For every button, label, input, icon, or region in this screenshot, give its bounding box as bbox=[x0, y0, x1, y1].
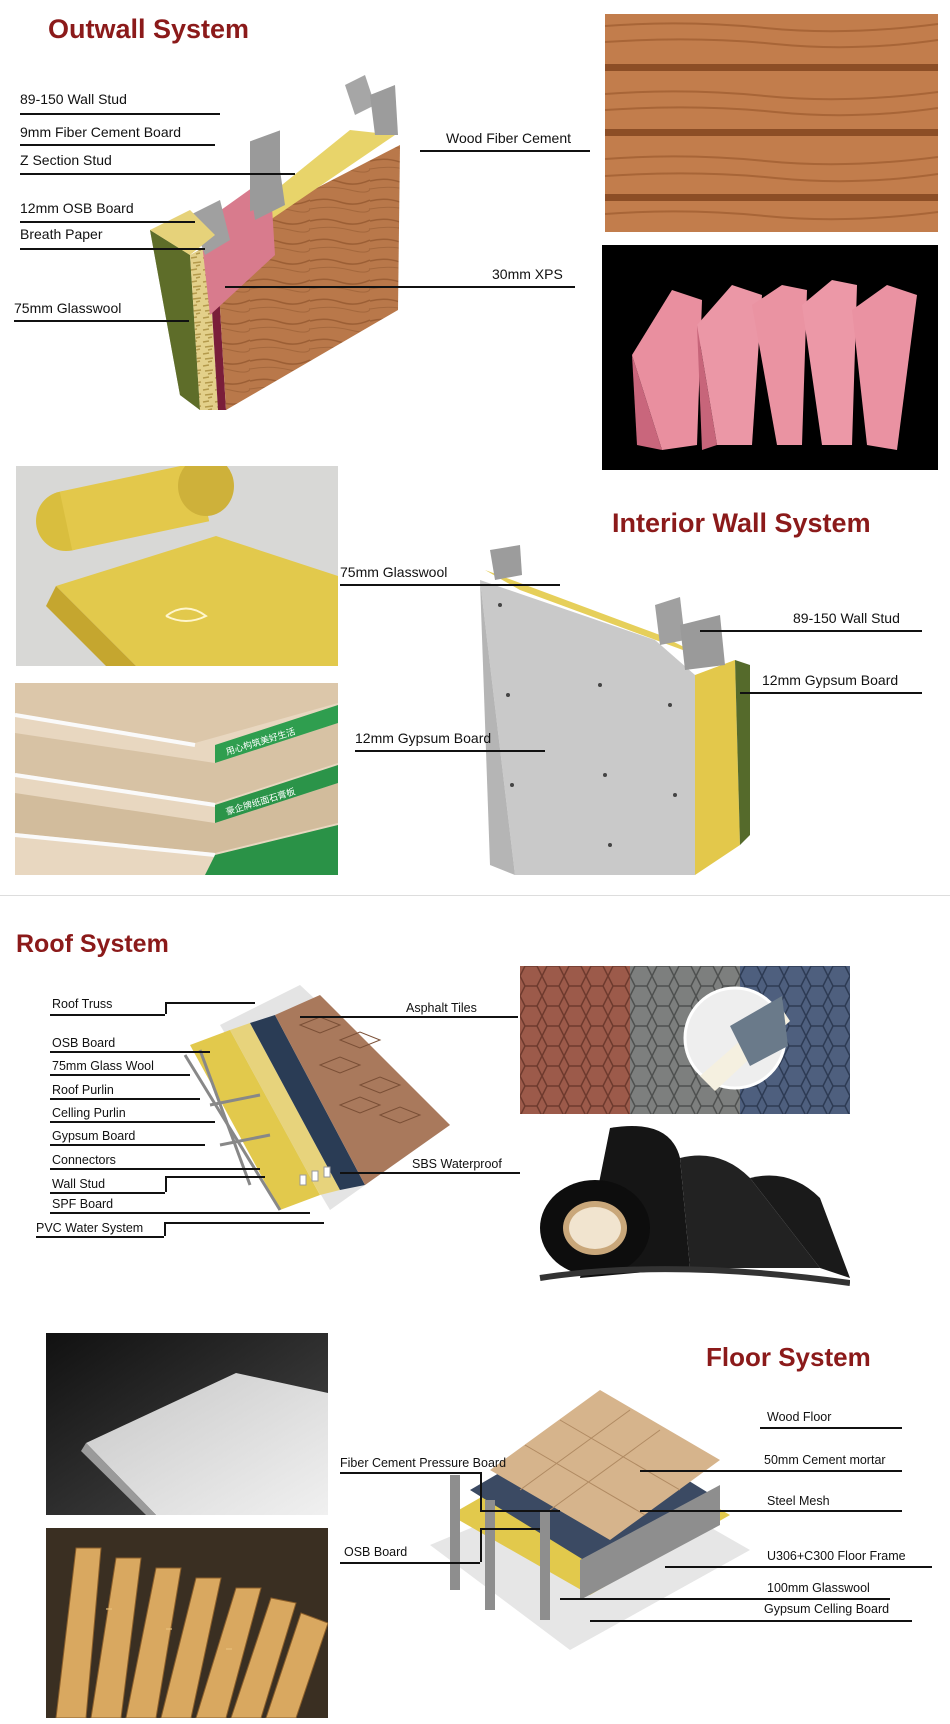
roof-label-truss: Roof Truss bbox=[52, 997, 113, 1011]
section-divider bbox=[0, 895, 950, 896]
roof-label-asphalt: Asphalt Tiles bbox=[406, 1001, 477, 1015]
roof-label-ceiling-purlin: Celling Purlin bbox=[52, 1106, 126, 1120]
interior-line-gypsum-left bbox=[355, 750, 545, 752]
floor-vline-fiber-board bbox=[480, 1472, 482, 1510]
interior-title: Interior Wall System bbox=[612, 508, 871, 538]
floor-line-steel bbox=[640, 1510, 902, 1512]
roof-line-truss bbox=[50, 1014, 165, 1016]
roof-line-spf bbox=[50, 1212, 310, 1214]
roof-line-sbs bbox=[340, 1172, 520, 1174]
roof-title: Roof System bbox=[16, 930, 169, 958]
roof-label-gypsum: Gypsum Board bbox=[52, 1129, 136, 1143]
floor-line-frame bbox=[665, 1566, 932, 1568]
outwall-diagram bbox=[150, 75, 400, 410]
outwall-line-xps bbox=[225, 286, 575, 288]
outwall-label-osb: 12mm OSB Board bbox=[20, 200, 134, 216]
floor-title: Floor System bbox=[706, 1342, 871, 1372]
interior-label-stud: 89-150 Wall Stud bbox=[793, 610, 900, 626]
sbs-roll-photo bbox=[520, 1118, 850, 1286]
roof-line-connectors bbox=[50, 1168, 260, 1170]
outwall-label-fiber-cement: 9mm Fiber Cement Board bbox=[20, 124, 182, 140]
fiber-cement-board-photo bbox=[46, 1333, 328, 1515]
roof-line-wall-stud-2 bbox=[165, 1176, 265, 1178]
outwall-label-z-stud: Z Section Stud bbox=[20, 152, 112, 168]
roof-label-sbs: SBS Waterproof bbox=[412, 1157, 502, 1171]
floor-label-osb: OSB Board bbox=[344, 1545, 408, 1559]
roof-line-truss-2 bbox=[165, 1002, 255, 1004]
roof-label-osb: OSB Board bbox=[52, 1036, 116, 1050]
osb-boards-photo bbox=[46, 1528, 328, 1718]
roof-vline-truss bbox=[165, 1002, 167, 1014]
roof-label-spf: SPF Board bbox=[52, 1197, 114, 1211]
outwall-line-glasswool bbox=[14, 320, 189, 322]
interior-line-stud bbox=[700, 630, 922, 632]
roof-label-purlin: Roof Purlin bbox=[52, 1083, 114, 1097]
interior-line-glasswool bbox=[340, 584, 560, 586]
outwall-label-glasswool: 75mm Glasswool bbox=[14, 300, 122, 316]
asphalt-tiles-photo bbox=[520, 966, 850, 1114]
gypsum-boards-photo: 用心构筑美好生活 豪企牌纸面石膏板 bbox=[15, 683, 338, 875]
floor-line-glasswool bbox=[560, 1598, 890, 1600]
roof-line-gypsum bbox=[50, 1144, 205, 1146]
roof-label-connectors: Connectors bbox=[52, 1153, 116, 1167]
floor-line-wood-floor bbox=[760, 1427, 902, 1429]
roof-line-pvc bbox=[36, 1236, 164, 1238]
floor-label-gypsum: Gypsum Celling Board bbox=[764, 1602, 890, 1616]
roof-line-pvc-2 bbox=[164, 1222, 324, 1224]
floor-label-fiber-board: Fiber Cement Pressure Board bbox=[340, 1456, 507, 1470]
floor-label-mortar: 50mm Cement mortar bbox=[764, 1453, 886, 1467]
interior-label-gypsum-left: 12mm Gypsum Board bbox=[355, 730, 492, 746]
outwall-label-xps: 30mm XPS bbox=[492, 266, 563, 282]
floor-line-fiber-board-2 bbox=[480, 1510, 560, 1512]
wood-fiber-cement-photo bbox=[605, 14, 938, 232]
floor-label-wood-floor: Wood Floor bbox=[767, 1410, 832, 1424]
floor-line-mortar bbox=[640, 1470, 902, 1472]
outwall-label-wood-fiber: Wood Fiber Cement bbox=[446, 130, 572, 146]
interior-label-gypsum-right: 12mm Gypsum Board bbox=[762, 672, 899, 688]
outwall-label-stud: 89-150 Wall Stud bbox=[20, 91, 127, 107]
outwall-line-z bbox=[20, 173, 295, 175]
outwall-line-wood-fiber bbox=[420, 150, 590, 152]
roof-label-wall-stud: Wall Stud bbox=[52, 1177, 106, 1191]
floor-line-gypsum bbox=[590, 1620, 912, 1622]
interior-wall-diagram bbox=[480, 545, 750, 875]
roof-line-purlin bbox=[50, 1098, 200, 1100]
xps-boards-photo bbox=[602, 245, 938, 470]
outwall-label-breath: Breath Paper bbox=[20, 226, 103, 242]
floor-diagram bbox=[430, 1390, 750, 1650]
roof-vline-wall-stud bbox=[165, 1176, 167, 1192]
roof-vline-pvc bbox=[164, 1222, 166, 1236]
interior-line-gypsum-right bbox=[740, 692, 922, 694]
roof-line-wall-stud bbox=[50, 1192, 165, 1194]
interior-label-glasswool: 75mm Glasswool bbox=[340, 564, 448, 580]
floor-label-glasswool: 100mm Glasswool bbox=[767, 1581, 870, 1595]
outwall-line-breath bbox=[20, 248, 205, 250]
roof-line-asphalt bbox=[300, 1016, 518, 1018]
roof-line-glass bbox=[50, 1074, 190, 1076]
roof-diagram bbox=[183, 985, 450, 1211]
floor-vline-osb bbox=[480, 1528, 482, 1562]
outwall-line-stud bbox=[20, 113, 220, 115]
floor-label-frame: U306+C300 Floor Frame bbox=[767, 1549, 906, 1563]
roof-line-osb bbox=[50, 1051, 210, 1053]
roof-line-ceiling-purlin bbox=[50, 1121, 215, 1123]
floor-line-osb bbox=[340, 1562, 480, 1564]
roof-label-pvc: PVC Water System bbox=[36, 1221, 144, 1235]
outwall-title: Outwall System bbox=[48, 14, 250, 44]
roof-label-glass: 75mm Glass Wool bbox=[52, 1059, 154, 1073]
floor-line-fiber-board bbox=[340, 1472, 480, 1474]
outwall-line-osb bbox=[20, 221, 195, 223]
glasswool-roll-photo bbox=[16, 466, 338, 666]
outwall-line-fiber bbox=[20, 144, 215, 146]
floor-label-steel: Steel Mesh bbox=[767, 1494, 830, 1508]
floor-line-osb-2 bbox=[480, 1528, 540, 1530]
